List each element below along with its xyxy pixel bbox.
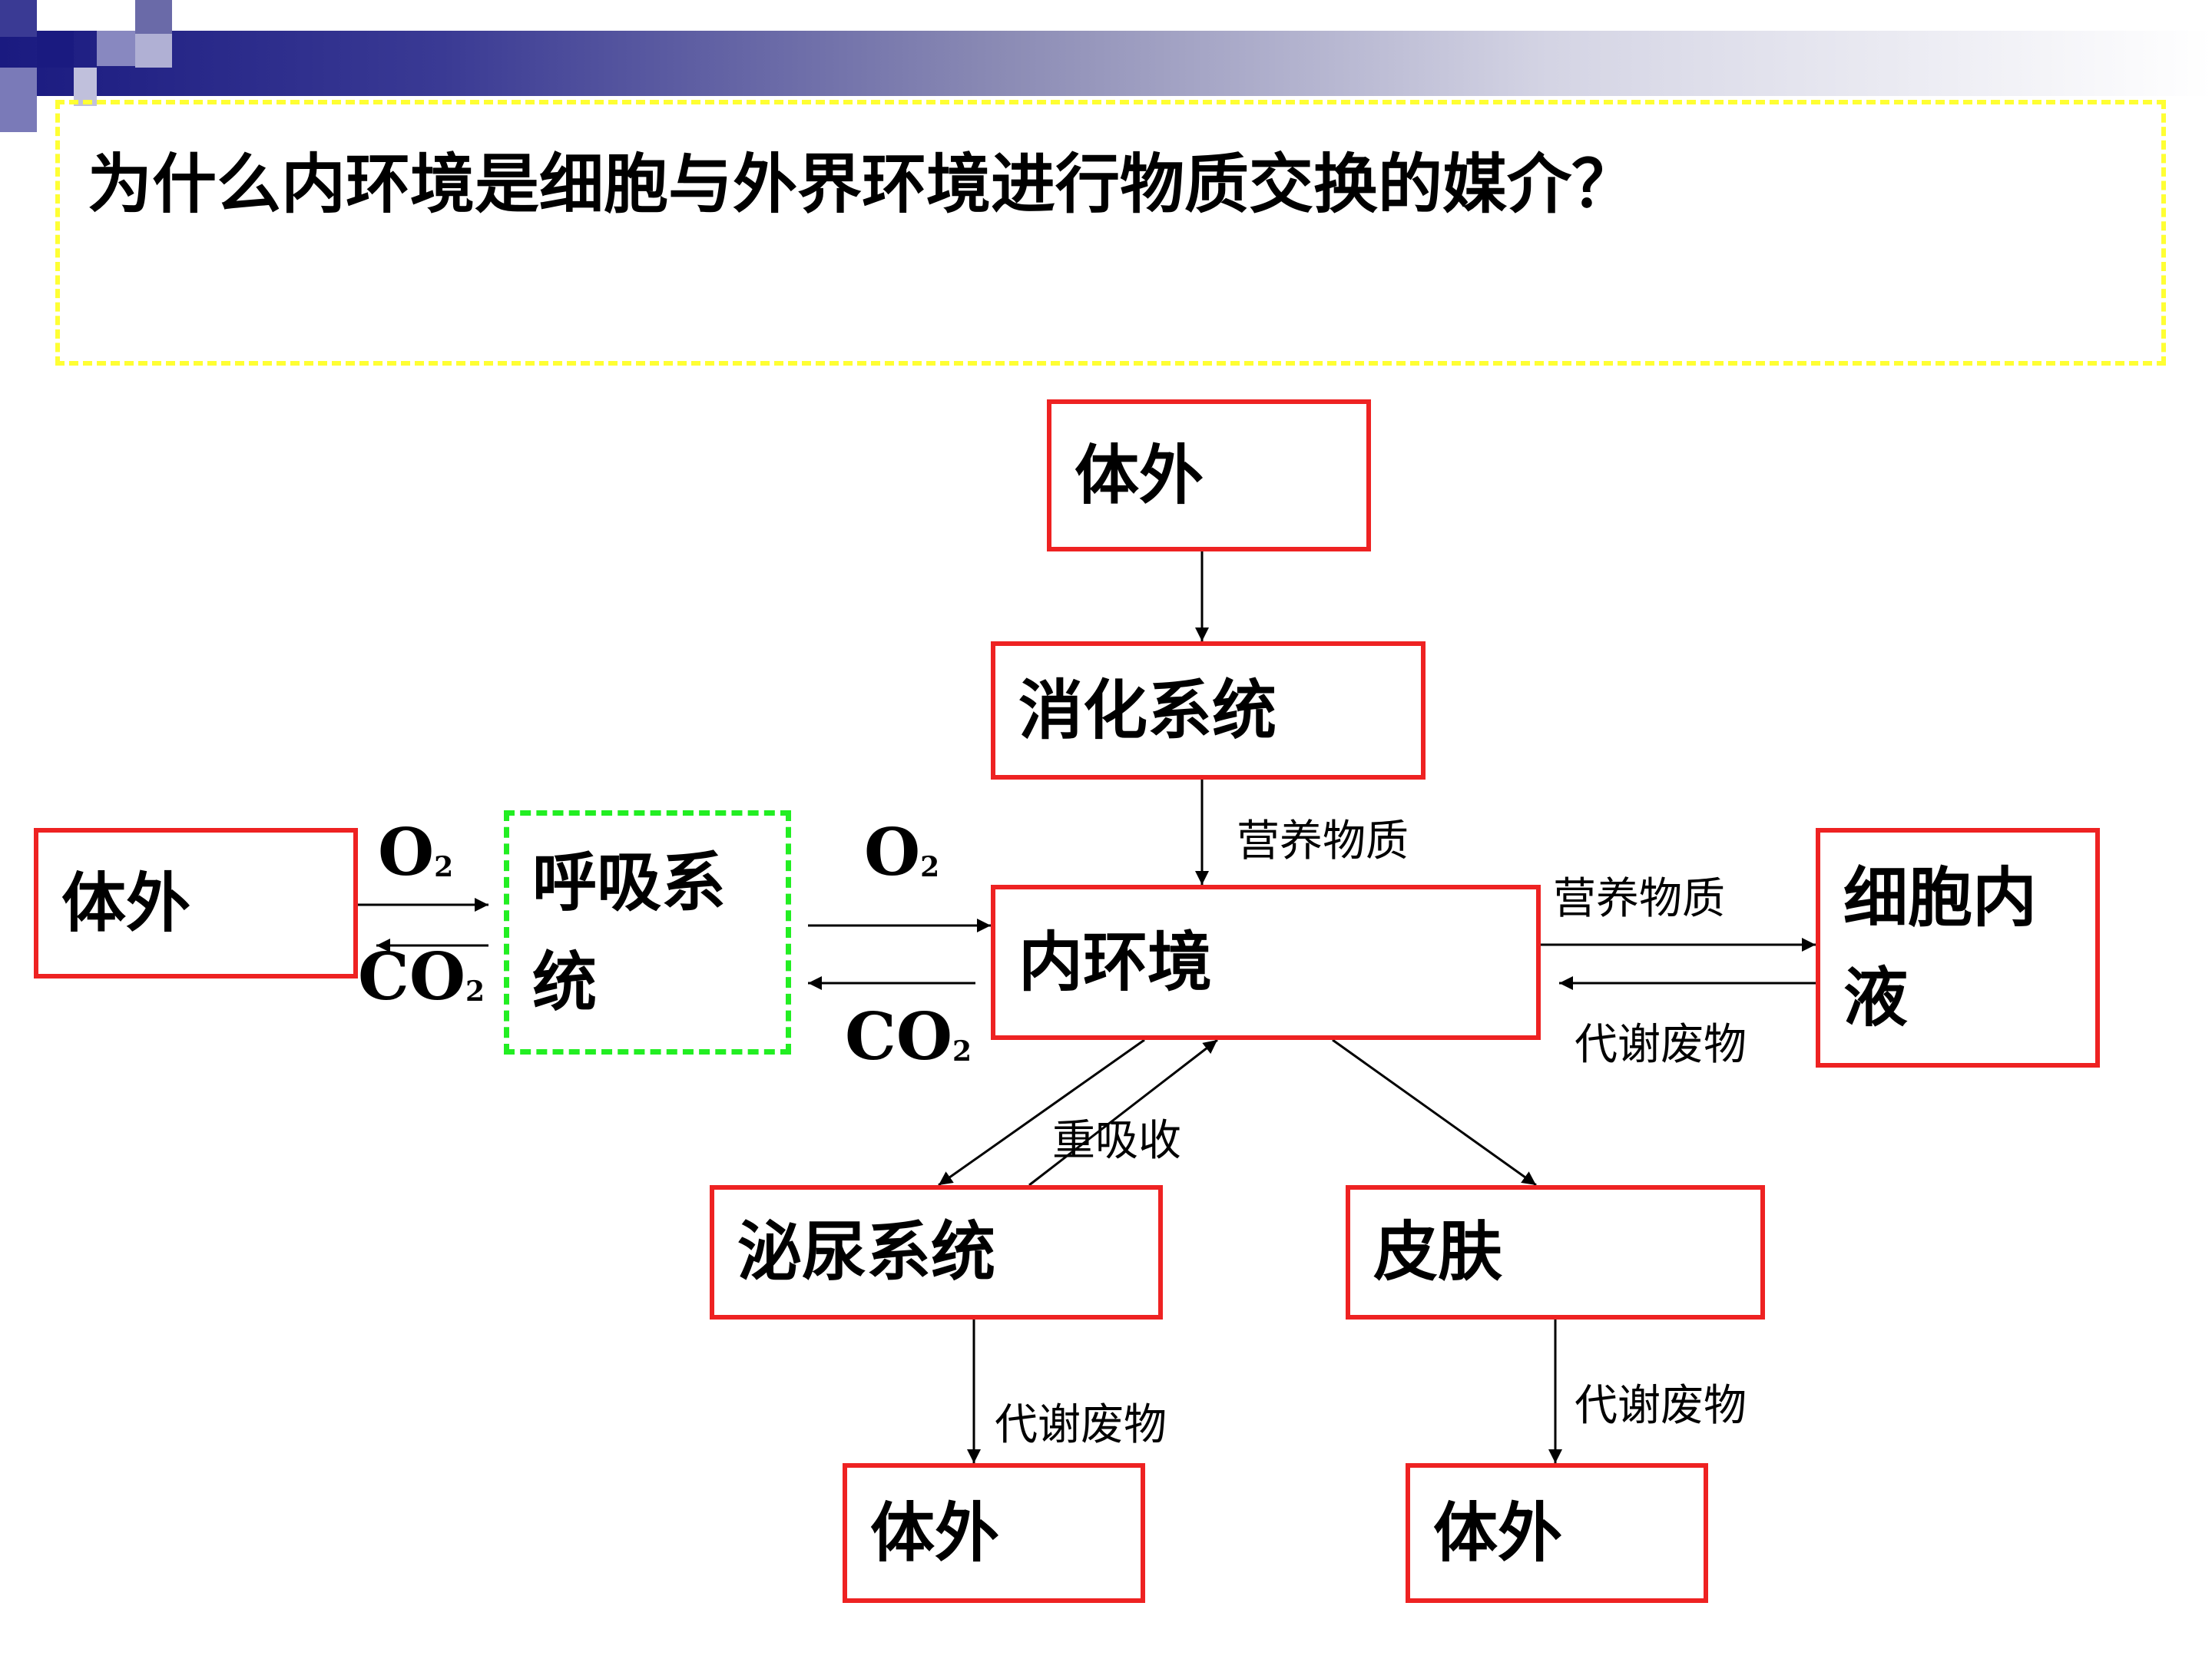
header-square xyxy=(97,31,135,66)
gas-label-co2-left: CO2 xyxy=(358,939,485,1015)
edge-label-nutrients-to-cell: 营养物质 xyxy=(1553,874,1725,924)
edge-label-waste-skin: 代谢废物 xyxy=(1575,1381,1747,1431)
header-square xyxy=(0,68,37,132)
node-outside-bottom-right: 体外 xyxy=(1406,1463,1708,1603)
node-outside-bottom-left: 体外 xyxy=(843,1463,1145,1603)
node-label: 体外 xyxy=(870,1495,1000,1571)
node-label: 细胞内液 xyxy=(1843,860,2038,1035)
node-intracellular-fluid: 细胞内液 xyxy=(1816,828,2100,1068)
edge-label-reabsorption: 重吸收 xyxy=(1052,1116,1181,1166)
node-urinary-system: 泌尿系统 xyxy=(710,1185,1163,1320)
edge-internal-to-skin xyxy=(1332,1038,1537,1187)
gas-label-o2-left: O2 xyxy=(378,814,454,890)
gas-label-o2-right: O2 xyxy=(864,814,940,890)
header-square xyxy=(74,68,97,106)
node-label: 体外 xyxy=(1075,437,1204,513)
node-label: 呼吸系统 xyxy=(532,845,727,1020)
header-square xyxy=(135,0,172,34)
edge-label-waste-urinary: 代谢废物 xyxy=(995,1400,1167,1450)
node-label: 内环境 xyxy=(1018,924,1213,1000)
node-outside-left: 体外 xyxy=(34,828,358,979)
question-text: 为什么内环境是细胞与外界环境进行物质交换的媒介？ xyxy=(88,147,1637,222)
edge-label-waste-from-cell: 代谢废物 xyxy=(1575,1020,1747,1070)
edge-internal-to-urinary xyxy=(938,1038,1145,1187)
edge-urinary-to-internal-reabsorption xyxy=(1028,1038,1218,1187)
node-skin: 皮肤 xyxy=(1346,1185,1765,1320)
header-square xyxy=(0,0,37,37)
question-box: 为什么内环境是细胞与外界环境进行物质交换的媒介？ xyxy=(55,100,2166,366)
node-label: 消化系统 xyxy=(1018,672,1277,748)
gas-label-co2-right: CO2 xyxy=(845,998,972,1075)
node-label: 体外 xyxy=(61,865,191,941)
edge-label-nutrients-in: 营养物质 xyxy=(1237,816,1409,866)
header-square xyxy=(135,34,172,68)
node-label: 泌尿系统 xyxy=(737,1214,996,1290)
header-square xyxy=(37,31,74,68)
node-respiratory-system: 呼吸系统 xyxy=(504,810,791,1055)
node-outside-top: 体外 xyxy=(1047,399,1371,551)
node-internal-environment: 内环境 xyxy=(991,885,1541,1040)
node-label: 体外 xyxy=(1433,1495,1563,1571)
node-label: 皮肤 xyxy=(1373,1214,1503,1290)
header-band xyxy=(0,31,2212,96)
node-digestive-system: 消化系统 xyxy=(991,641,1426,780)
